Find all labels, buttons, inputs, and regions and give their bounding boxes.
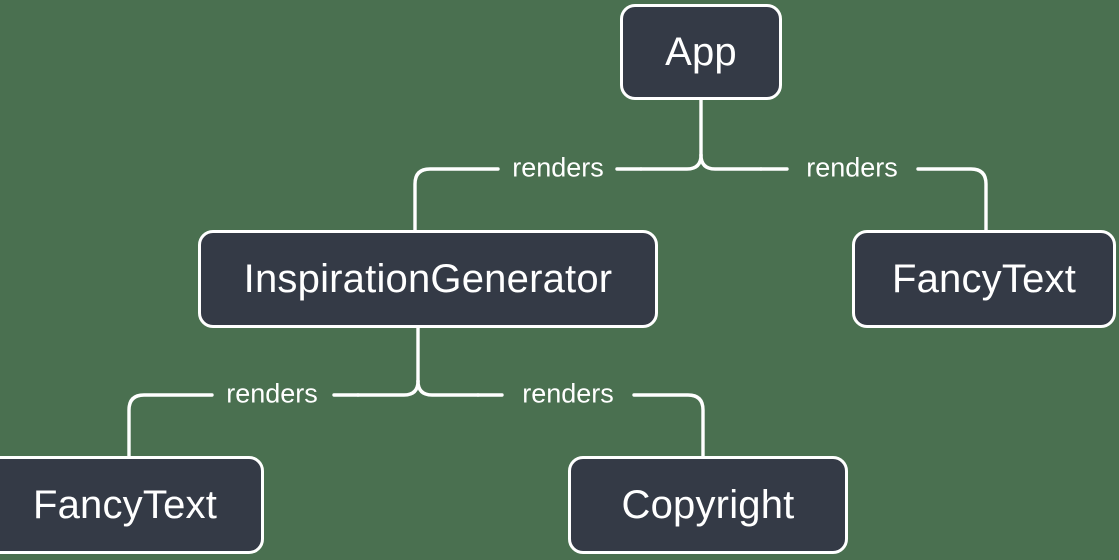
node-copyright-label: Copyright	[621, 483, 795, 527]
connector-ig-fork-left	[356, 379, 420, 397]
edge-label-app-to-fancytext-right: renders	[806, 152, 898, 183]
connector-app-fork-right	[699, 153, 763, 171]
edge-label-app-to-inspiration-generator: renders	[512, 152, 604, 183]
node-fancytext-right-label: FancyText	[891, 257, 1077, 301]
connector-ig-fork-right	[416, 379, 480, 397]
edge-label-ig-to-fancytext: renders	[226, 378, 318, 409]
node-inspiration-generator-label: InspirationGenerator	[243, 257, 613, 301]
node-app-label: App	[665, 30, 737, 74]
node-copyright[interactable]: Copyright	[568, 456, 848, 554]
edge-label-ig-to-copyright: renders	[522, 378, 614, 409]
connector-app-fork-left	[639, 153, 703, 171]
node-inspiration-generator[interactable]: InspirationGenerator	[198, 230, 658, 328]
node-fancytext-bottom-left[interactable]: FancyText	[0, 456, 264, 554]
node-fancytext-bottom-left-label: FancyText	[32, 483, 218, 527]
node-app[interactable]: App	[620, 4, 782, 100]
node-fancytext-right[interactable]: FancyText	[852, 230, 1116, 328]
